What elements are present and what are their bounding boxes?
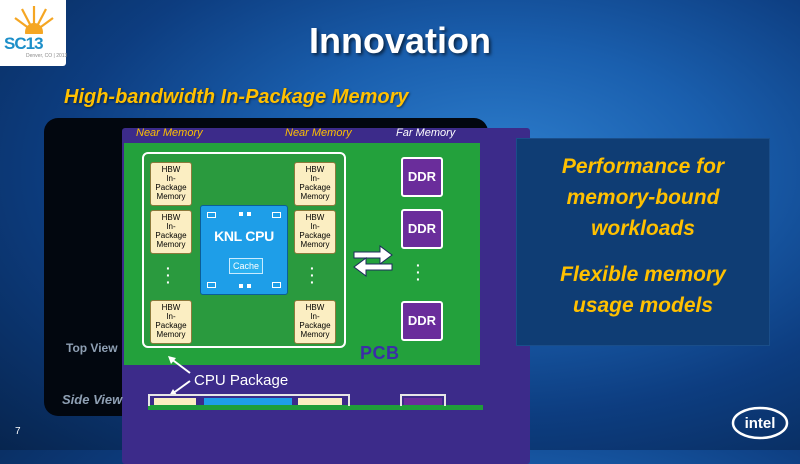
pcb-label: PCB bbox=[360, 343, 400, 363]
side-view-cpu bbox=[204, 398, 292, 405]
slide-subtitle: High-bandwidth In-Package Memory bbox=[64, 86, 409, 108]
ddr-module: DDR bbox=[401, 209, 443, 249]
cpu-pad bbox=[207, 282, 216, 288]
cpu-pad bbox=[207, 212, 216, 218]
bidirectional-arrow-icon bbox=[353, 245, 393, 277]
slide-title: Innovation bbox=[309, 20, 491, 61]
cpu-name: KNL CPU bbox=[214, 228, 274, 244]
cache-block: Cache bbox=[229, 258, 263, 274]
far-memory-label: Far Memory bbox=[396, 127, 456, 139]
logo-wordmark: SC13 bbox=[4, 34, 44, 53]
logo-location: Denver, CO | 2013 bbox=[26, 53, 68, 59]
ddr-module: DDR bbox=[401, 157, 443, 197]
callout-box: Performance for memory-bound workloads F… bbox=[516, 138, 770, 346]
side-view-hbw bbox=[298, 398, 342, 405]
cpu-dot bbox=[247, 212, 251, 216]
cpu-pad bbox=[272, 282, 281, 288]
callout-line: Performance for bbox=[561, 155, 725, 178]
side-view-pcb bbox=[148, 405, 483, 410]
page-number: 7 bbox=[15, 426, 21, 437]
knl-cpu-die: KNL CPU Cache bbox=[200, 205, 288, 295]
cpu-dot bbox=[239, 212, 243, 216]
cpu-pad bbox=[272, 212, 281, 218]
callout-line: Flexible memory bbox=[560, 263, 726, 286]
side-view-package-frame bbox=[148, 394, 350, 406]
side-view-ddr bbox=[404, 398, 442, 405]
side-view-ddr-frame bbox=[400, 394, 446, 406]
near-memory-label-right: Near Memory bbox=[285, 127, 352, 139]
near-memory-label-left: Near Memory bbox=[136, 127, 203, 139]
side-view-label: Side View bbox=[62, 392, 123, 407]
cpu-dot bbox=[239, 284, 243, 288]
more-chips-ellipsis: ··· bbox=[166, 260, 171, 290]
more-chips-ellipsis: ··· bbox=[310, 260, 315, 290]
sun-logo-icon bbox=[14, 6, 54, 34]
top-view-label: Top View bbox=[66, 341, 118, 355]
callout-line: usage models bbox=[572, 294, 714, 317]
cpu-dot bbox=[247, 284, 251, 288]
more-ddr-ellipsis: ··· bbox=[416, 257, 421, 287]
intel-logo-icon: intel bbox=[731, 406, 789, 440]
cpu-package-label: CPU Package bbox=[194, 372, 289, 389]
callout-line: workloads bbox=[591, 217, 695, 240]
callout-line: memory-bound bbox=[566, 186, 720, 209]
intel-logo-text: intel bbox=[745, 415, 776, 432]
ddr-module: DDR bbox=[401, 301, 443, 341]
side-view-hbw bbox=[154, 398, 196, 405]
sc13-logo: SC13 Denver, CO | 2013 bbox=[0, 0, 68, 66]
